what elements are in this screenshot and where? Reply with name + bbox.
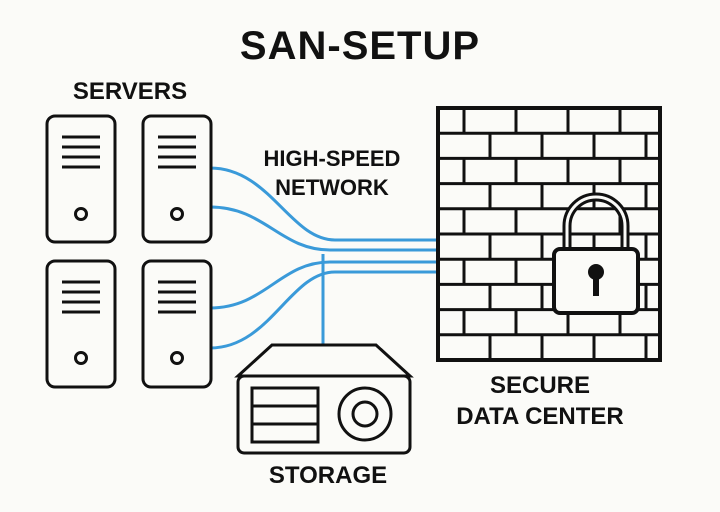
network-cables [209,166,438,350]
data-center-label-line2: DATA CENTER [456,403,624,430]
server-2 [141,114,213,244]
network-label-line2: NETWORK [275,175,389,200]
data-center-label: SECURE DATA CENTER [420,370,660,432]
server-4 [141,259,213,389]
padlock-icon [552,192,640,315]
server-1 [45,114,117,244]
storage-device [234,343,414,455]
cable-server-1 [209,166,438,242]
page-title: SAN-SETUP [239,24,481,68]
data-center-label-line1: SECURE [489,372,591,399]
storage-label: STORAGE [268,462,388,489]
server-3 [45,259,117,389]
cable-server-4 [209,270,438,350]
network-label: HIGH-SPEED NETWORK [232,144,432,202]
server-rack [45,114,213,389]
cable-server-2 [209,205,438,252]
servers-label: SERVERS [72,78,188,105]
network-label-line1: HIGH-SPEED [263,146,401,171]
